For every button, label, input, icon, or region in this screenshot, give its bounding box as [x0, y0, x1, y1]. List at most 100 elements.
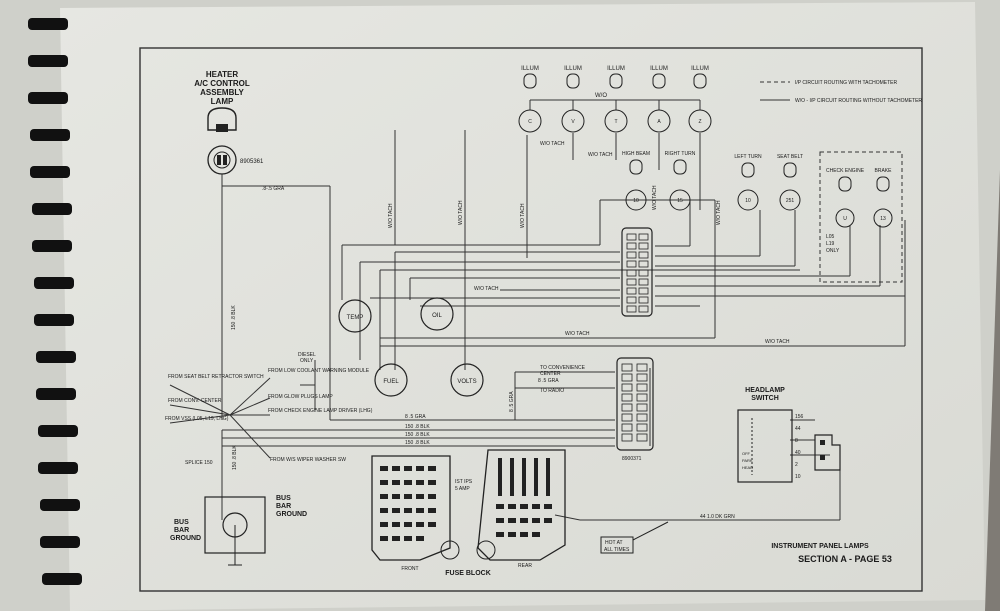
los-only-2: L19 — [826, 241, 835, 247]
oil-gauge-icon — [420, 297, 454, 331]
ist-ips-label: IST IPS — [455, 479, 473, 485]
to-convenience-center-2: CENTER — [540, 371, 561, 377]
indicator-socket-icon — [779, 189, 801, 211]
ist-ips-amp: 5 AMP — [455, 486, 470, 492]
spiral-binding — [28, 18, 82, 585]
wo-tach-label: W/O TACH — [588, 152, 613, 158]
bus-label-5: BAR — [174, 527, 189, 534]
switch-off: OFF — [742, 451, 751, 456]
switch-pin-3: 8 — [795, 438, 798, 444]
wo-tach-label: W/O TACH — [540, 141, 565, 147]
illum-socket-icon — [647, 109, 671, 133]
indicator-high-beam: HIGH BEAM — [622, 151, 650, 157]
page-section: SECTION A - PAGE 53 — [798, 554, 892, 564]
gauge-volts: VOLTS — [457, 379, 476, 385]
switch-pin-1: 156 — [795, 414, 804, 420]
illum-socket-2: V — [571, 119, 575, 125]
diesel-only-1: DIESEL — [298, 352, 316, 358]
wire-blk3-label: 150 .8 BLK — [405, 432, 430, 438]
indicator-socket-2: 15 — [677, 198, 683, 204]
illum-lamps: ILLUM ILLUM ILLUM ILLUM ILLUM C V T A Z … — [518, 66, 712, 133]
page-title: INSTRUMENT PANEL LAMPS — [771, 543, 869, 550]
indicator-socket-icon — [873, 208, 893, 228]
switch-head: HEAD — [742, 465, 753, 470]
indicator-socket-4: 251 — [786, 198, 795, 204]
illum-socket-icon — [561, 109, 585, 133]
indicator-bulb-icon — [838, 176, 852, 192]
illum-label-3: ILLUM — [607, 66, 625, 72]
wire-blk2-label: 150 .8 BLK — [405, 424, 430, 430]
headlamp-label-2: SWITCH — [751, 395, 779, 402]
indicator-socket-icon — [737, 189, 759, 211]
gauge-fuel: FUEL — [383, 379, 399, 385]
diesel-only-2: ONLY — [300, 358, 314, 364]
heater-label-3: ASSEMBLY — [200, 88, 244, 97]
wo-tach-label: W/O TACH — [565, 331, 590, 337]
indicator-socket-5: U — [843, 216, 847, 222]
wire-blk4-label: 150 .8 BLK — [405, 440, 430, 446]
indicator-bulb-icon — [741, 162, 755, 178]
illum-label-1: ILLUM — [521, 66, 539, 72]
wire-labels: .8-.5 GRA 150 .8 BLK 8 .5 GRA 150 .8 BLK… — [231, 186, 735, 520]
bus-label-4: BUS — [174, 519, 189, 526]
cluster-connector — [621, 227, 653, 317]
switch-park: PARK — [742, 458, 753, 463]
source-wiper: FROM W/S WIPER WASHER SW — [270, 457, 346, 463]
wire-dkgrn-label: 44 1.0 DK GRN — [700, 514, 735, 520]
connector-part-number: 8900371 — [622, 456, 642, 462]
volts-gauge-icon — [450, 363, 484, 397]
wire-gra2-label: 8 .5 GRA — [405, 414, 426, 420]
headlamp-label-1: HEADLAMP — [745, 387, 785, 394]
switch-connector-icon — [814, 434, 841, 471]
gauge-oil: OIL — [432, 313, 442, 319]
los-only-1: L05 — [826, 234, 835, 240]
source-conv-center: FROM CONV. CENTER — [168, 398, 222, 404]
wire-gra4-label: 8 .5 GRA — [509, 391, 515, 412]
illum-socket-3: T — [614, 119, 617, 125]
switch-pin-2: 44 — [795, 426, 801, 432]
indicator-left-turn: LEFT TURN — [734, 154, 762, 160]
switch-pin-5: 2 — [795, 462, 798, 468]
headlamp-switch: HEADLAMP SWITCH OFF PARK HEAD 156 44 8 4… — [737, 387, 841, 483]
fuse-block-rear — [477, 449, 566, 561]
wire-gra3-label: 8 .5 GRA — [538, 378, 559, 384]
wo-tach-label: W/O TACH — [474, 286, 499, 292]
wire-network — [169, 81, 906, 521]
diagram-frame — [139, 47, 923, 592]
wire-blk5-label: 150 .8 BLK — [232, 445, 238, 470]
fuse-rear-label: REAR — [518, 563, 532, 569]
source-glow-plugs: FROM GLOW PLUGS LAMP — [268, 394, 333, 400]
fuse-block-label: FUSE BLOCK — [445, 570, 491, 577]
switch-pin-4: 40 — [795, 450, 801, 456]
indicator-bulb-icon — [783, 162, 797, 178]
bulb-icon — [207, 107, 237, 131]
illum-bulb-icon — [652, 73, 666, 89]
hot-at-all-times: HOT AT ALL TIMES — [600, 521, 669, 554]
bus-label-1: BUS — [276, 495, 291, 502]
temp-gauge-icon — [338, 299, 372, 333]
gauge-temp: TEMP — [347, 315, 364, 321]
wo-tach-label: W/O TACH — [388, 203, 394, 228]
fuse-block-front — [371, 455, 451, 561]
bus-label-6: GROUND — [170, 535, 201, 542]
indicator-socket-1: 10 — [633, 198, 639, 204]
fuse-front-label: FRONT — [401, 566, 418, 572]
bus-bar-ground: BUS BAR GROUND BUS BAR GROUND — [170, 495, 307, 566]
source-vss: FROM VSS (L05, L19, LHG) — [165, 416, 229, 422]
illum-socket-5: Z — [698, 119, 701, 125]
indicator-seat-belt: SEAT BELT — [777, 154, 803, 160]
heater-lamp: HEATER A/C CONTROL ASSEMBLY LAMP 8905361 — [194, 70, 264, 175]
los-only-3: ONLY — [826, 248, 840, 254]
wo-tach-label: W/O TACH — [652, 185, 658, 210]
illum-label-2: ILLUM — [564, 66, 582, 72]
illum-socket-4: A — [657, 119, 661, 125]
bus-label-2: BAR — [276, 503, 291, 510]
illum-socket-icon — [604, 109, 628, 133]
heater-label-1: HEATER — [206, 70, 239, 79]
source-labels: FROM SEAT BELT RETRACTOR SWITCH FROM CON… — [165, 368, 373, 466]
wo-tach-label: W/O TACH — [765, 339, 790, 345]
indicator-socket-icon — [835, 208, 855, 228]
hot-label-2: ALL TIMES — [604, 547, 630, 553]
